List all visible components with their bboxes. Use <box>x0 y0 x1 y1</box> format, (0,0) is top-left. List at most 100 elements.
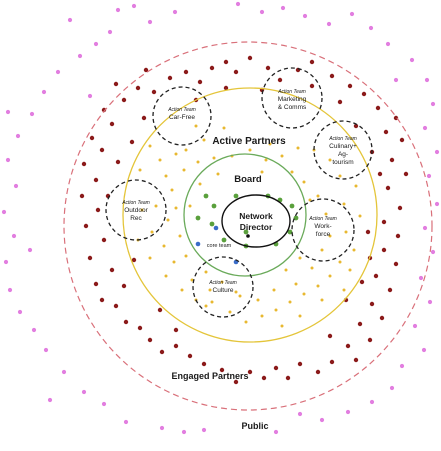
active-partner-dot <box>268 142 272 146</box>
engaged-partner-dot <box>369 301 375 307</box>
engaged-partner-dot <box>347 83 353 89</box>
public-dot <box>319 417 325 423</box>
active-partner-dot <box>194 124 198 128</box>
active-partner-dot <box>220 280 224 284</box>
board-member-dot <box>209 221 215 227</box>
public-dot <box>280 5 286 11</box>
active-partner-dot <box>296 146 300 150</box>
engaged-partner-dot <box>99 297 105 303</box>
network-director-label-line1: Network <box>239 211 273 221</box>
public-dot <box>67 17 73 23</box>
active-partner-dot <box>316 194 320 198</box>
action-team-name: Culture <box>213 287 234 294</box>
board-member-dot <box>233 193 239 199</box>
public-dot <box>297 411 303 417</box>
core-team-label: core team <box>207 243 232 249</box>
engaged-partner-dot <box>101 237 107 243</box>
active-partner-dot <box>140 208 144 212</box>
active-partner-dot <box>182 168 186 172</box>
engaged-partner-dot <box>261 375 267 381</box>
public-dot <box>55 69 61 75</box>
engaged-partner-dot <box>385 185 391 191</box>
active-partner-dot <box>166 218 170 222</box>
core-team-dot <box>213 225 219 231</box>
public-dot <box>399 363 405 369</box>
engaged-partner-dot <box>357 321 363 327</box>
engaged-partner-dot <box>201 361 207 367</box>
board-label: Board <box>234 174 262 185</box>
engaged-partners-label: Engaged Partners <box>171 371 248 381</box>
active-partners-ring <box>122 87 378 343</box>
active-partner-dot <box>184 148 188 152</box>
active-partner-dot <box>256 298 260 302</box>
engaged-partner-dot <box>373 273 379 279</box>
engaged-partner-dot <box>395 233 401 239</box>
active-partner-dot <box>358 214 362 218</box>
active-partner-dot <box>234 290 238 294</box>
engaged-partner-dot <box>265 65 271 71</box>
public-dot <box>172 9 178 15</box>
active-partner-dot <box>196 160 200 164</box>
public-dot <box>77 53 83 59</box>
engaged-partner-dot <box>95 207 101 213</box>
engaged-partner-dot <box>353 357 359 363</box>
action-team-ring <box>105 179 167 241</box>
engaged-partner-dot <box>87 255 93 261</box>
engaged-partner-dot <box>223 85 229 91</box>
engaged-partner-dot <box>309 59 315 65</box>
active-partner-dot <box>328 274 332 278</box>
active-partner-dot <box>316 284 320 288</box>
active-partner-dot <box>320 248 324 252</box>
action-team-ring <box>261 67 323 129</box>
board-member-dot <box>203 193 209 199</box>
active-partner-dot <box>280 324 284 328</box>
public-dot <box>17 309 23 315</box>
active-partner-dot <box>288 300 292 304</box>
active-partner-dot <box>294 282 298 286</box>
public-dot <box>93 41 99 47</box>
public-dot <box>87 93 93 99</box>
action-team-ring <box>152 86 212 146</box>
active-partner-dot <box>338 174 342 178</box>
board-ring <box>183 153 307 277</box>
active-partner-dot <box>138 168 142 172</box>
public-dot <box>3 259 9 265</box>
public-dot <box>434 149 440 155</box>
engaged-partner-dot <box>197 79 203 85</box>
public-dot <box>147 19 153 25</box>
engaged-partner-dot <box>173 343 179 349</box>
action-team-name: Rec <box>130 215 142 222</box>
public-dot <box>47 397 53 403</box>
engaged-partner-dot <box>99 147 105 153</box>
action-team-ring <box>291 198 355 262</box>
active-partner-dot <box>298 256 302 260</box>
engaged-partner-dot <box>223 59 229 65</box>
public-dot <box>235 1 241 7</box>
public-dot <box>434 201 440 207</box>
active-partner-dot <box>202 138 206 142</box>
active-partner-dot <box>274 308 278 312</box>
active-partner-dot <box>212 156 216 160</box>
engaged-partner-dot <box>399 137 405 143</box>
public-dot <box>426 173 432 179</box>
active-partner-dot <box>308 198 312 202</box>
public-dot <box>201 427 207 433</box>
engaged-partner-dot <box>137 325 143 331</box>
public-dot <box>7 287 13 293</box>
action-team-header: Action Team <box>208 280 237 286</box>
active-partner-dot <box>320 298 324 302</box>
public-dot <box>393 77 399 83</box>
board-member-dot <box>289 203 295 209</box>
board-member-dot <box>293 215 299 221</box>
engaged-partner-dot <box>365 229 371 235</box>
public-dot <box>369 399 375 405</box>
engaged-partner-dot <box>285 375 291 381</box>
active-partner-dot <box>328 234 332 238</box>
public-dot <box>81 389 87 395</box>
action-team-name: Outdoor <box>124 207 148 214</box>
engaged-partner-dot <box>233 69 239 75</box>
active-partner-dot <box>204 270 208 274</box>
engaged-partner-dot <box>247 55 253 61</box>
